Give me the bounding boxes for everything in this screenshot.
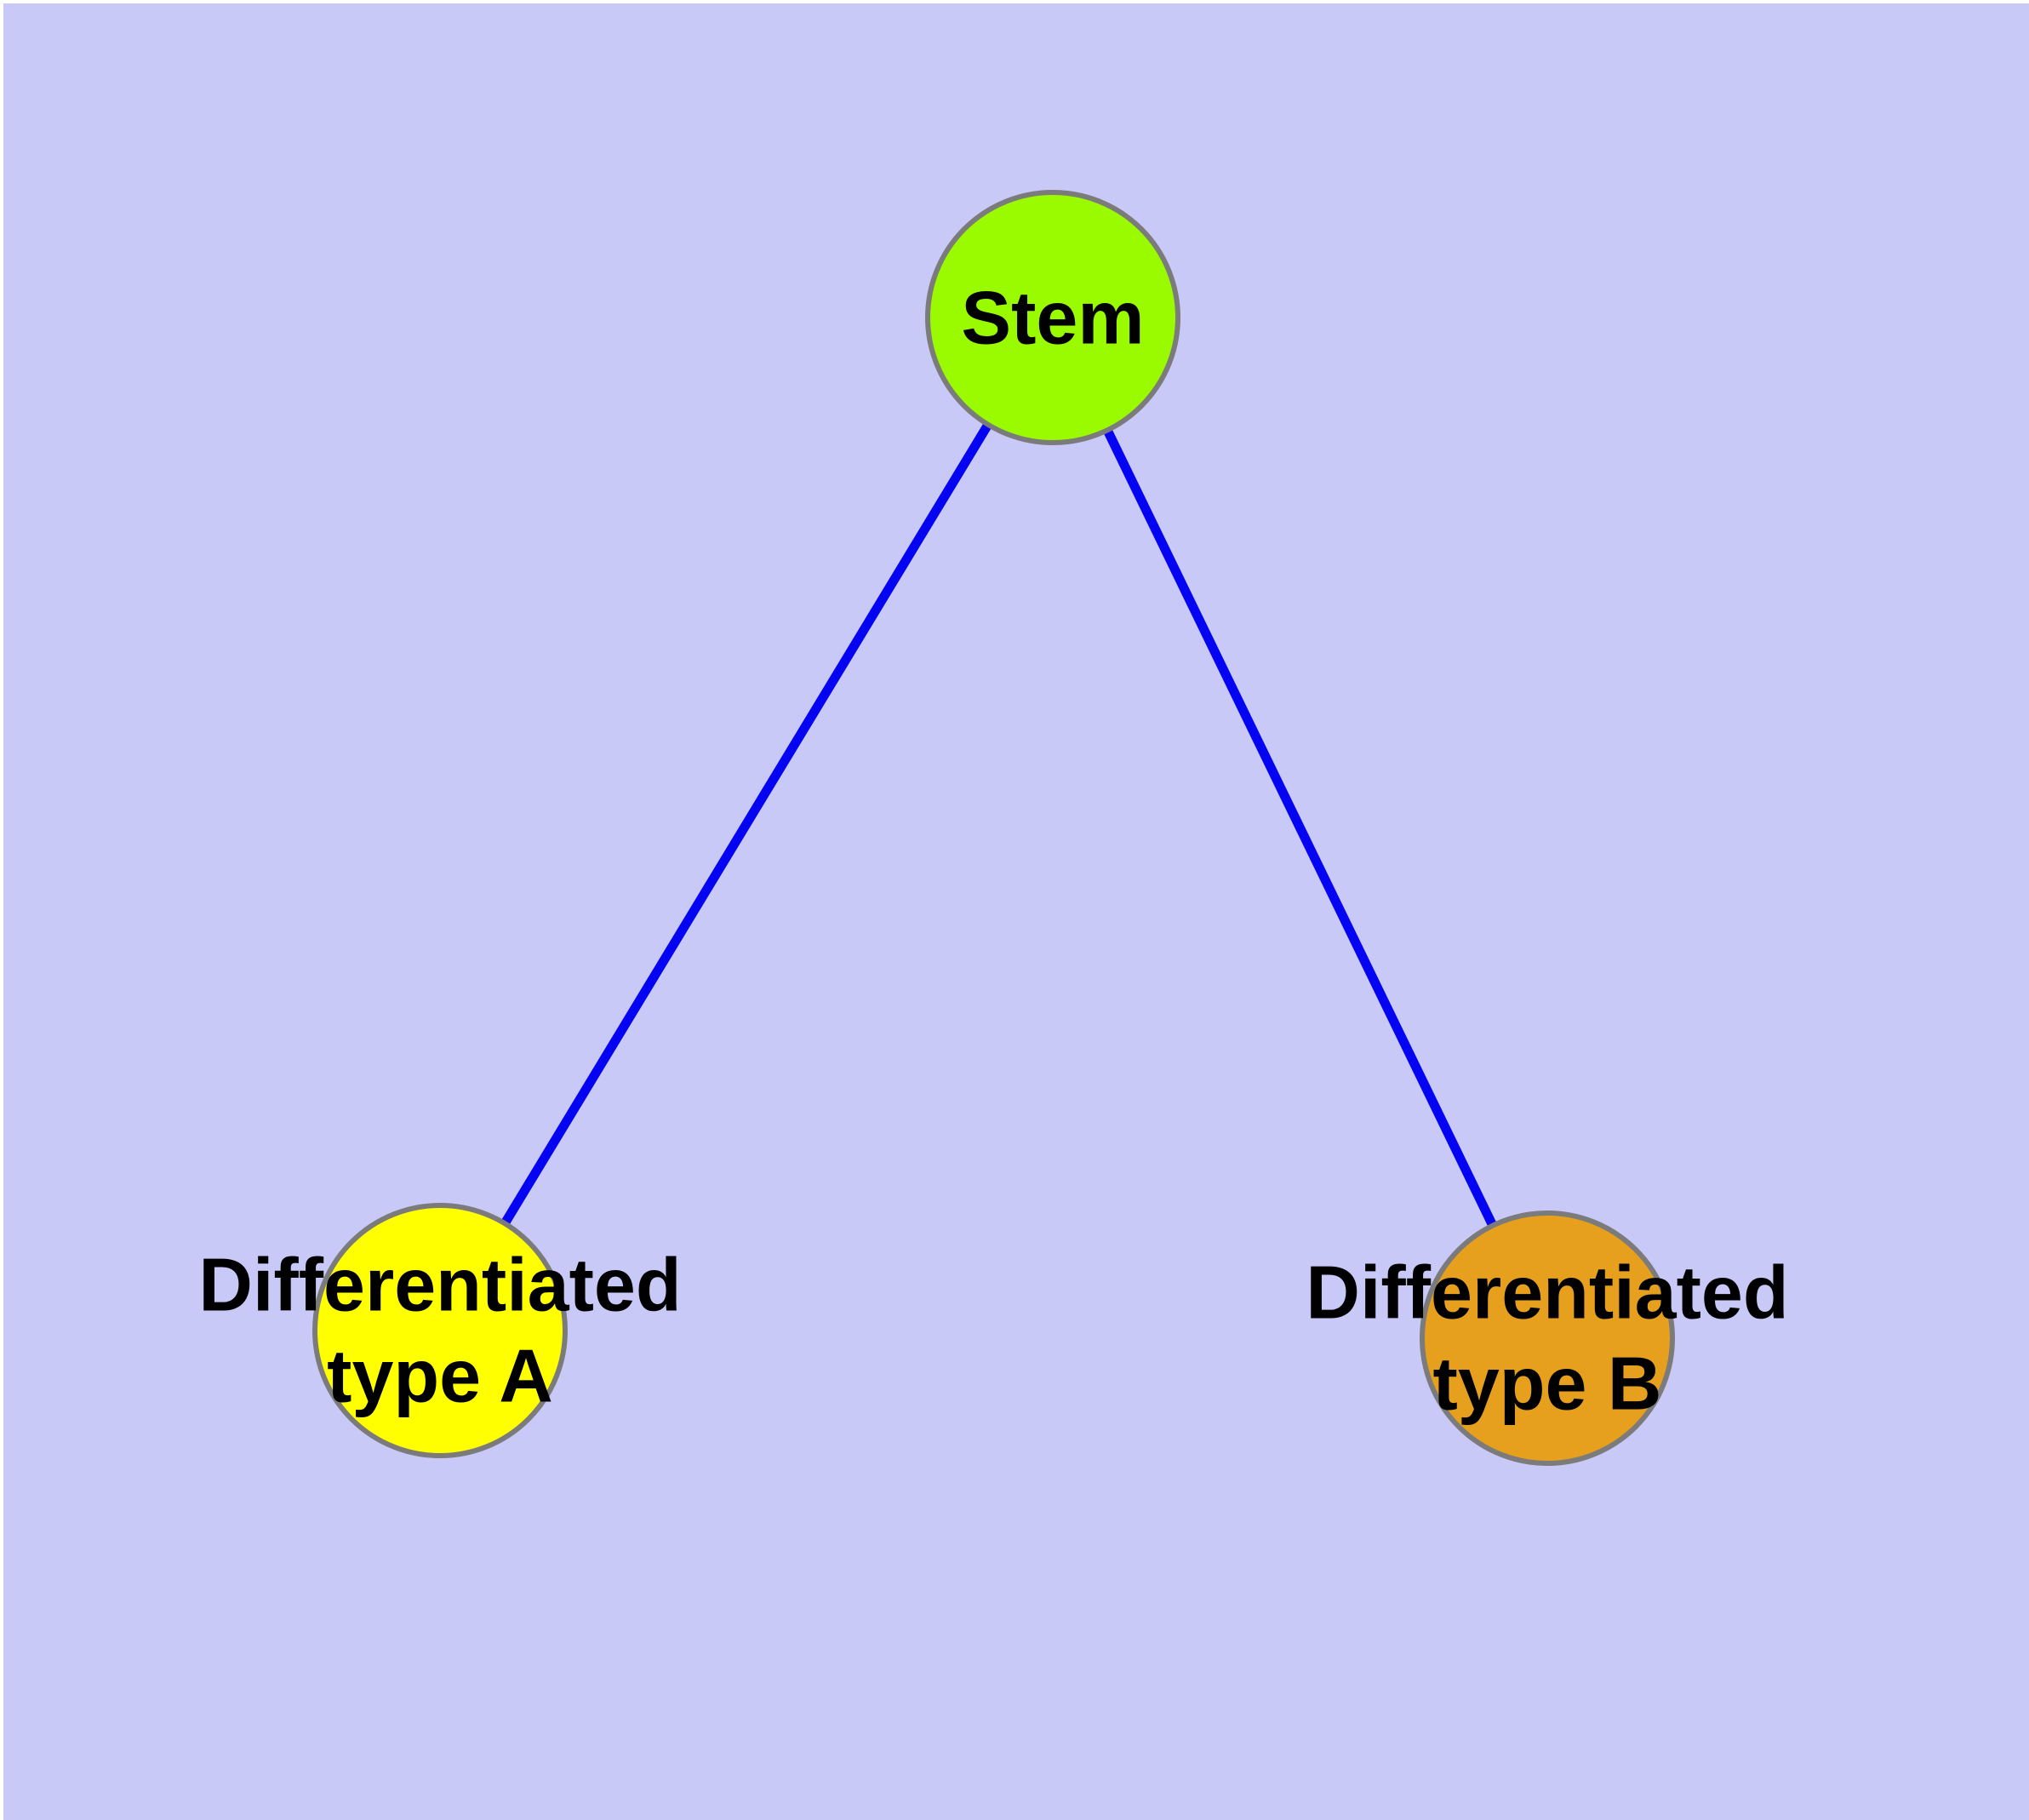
image-edge-left (0, 0, 3, 1820)
node-stem[interactable]: Stem (925, 190, 1180, 445)
node-differentiated-type-a[interactable]: Differentiated type A (198, 1203, 682, 1458)
node-differentiated-type-b[interactable]: Differentiated type B (1306, 1210, 1789, 1466)
image-edge-top (0, 0, 2029, 3)
edge-stem-to-type-a (436, 315, 1057, 1333)
edge-stem-to-type-b (1049, 315, 1552, 1341)
node-stem-label: Stem (961, 275, 1145, 360)
